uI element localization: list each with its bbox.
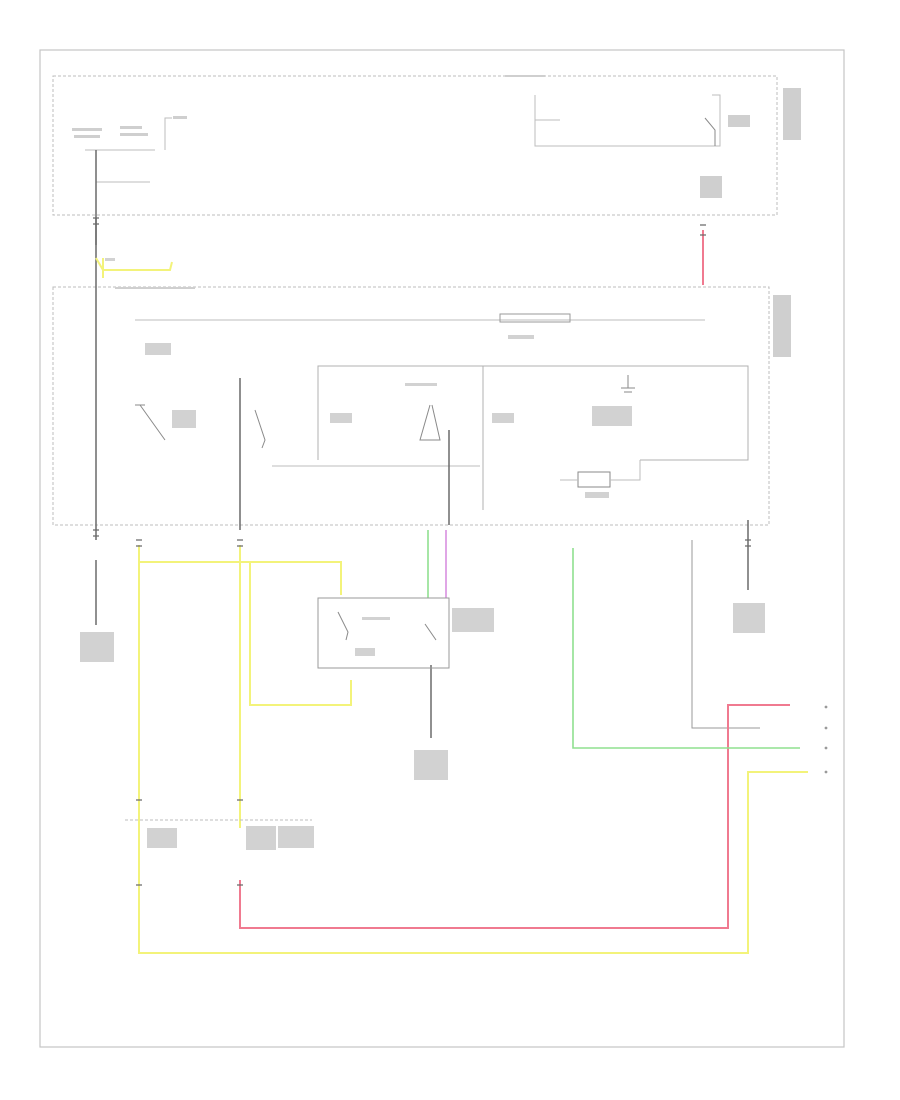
lower-component-block xyxy=(577,471,611,488)
splice-label-left xyxy=(147,828,177,848)
label-h xyxy=(405,383,437,386)
switch-contact-1 xyxy=(337,611,349,641)
label-c xyxy=(330,413,352,423)
connector-mark-3 xyxy=(136,539,142,547)
label-f xyxy=(508,335,534,339)
lower-component-loop xyxy=(560,460,641,481)
connector-mark-2 xyxy=(93,529,99,537)
label-b xyxy=(172,410,196,428)
terminal-1 xyxy=(824,705,828,709)
page-frame xyxy=(39,49,845,1048)
lower-module-box xyxy=(52,286,770,526)
lower-relay-enclosure xyxy=(317,365,749,461)
switch-contact-2 xyxy=(424,623,437,641)
ground-label-switch xyxy=(414,750,448,780)
lower-bus-fuse xyxy=(499,313,571,323)
terminal-4 xyxy=(824,770,828,774)
splice-label-center xyxy=(246,826,276,850)
switch-label-block xyxy=(452,608,494,632)
wire-yellow-left xyxy=(138,545,808,954)
ground-symbol xyxy=(621,375,635,393)
switch-assembly xyxy=(317,597,494,669)
wire-grey-right xyxy=(691,540,760,729)
switch-symbol-2 xyxy=(254,409,266,449)
ground-label-left xyxy=(80,632,114,662)
connector-mark-1 xyxy=(93,217,99,225)
lower-control-module xyxy=(52,258,791,526)
terminal-3 xyxy=(824,746,828,750)
switch-label-small xyxy=(355,648,375,656)
upper-label-block-1b xyxy=(74,135,100,138)
wire-yellow-loop xyxy=(139,561,342,595)
upper-relay-box xyxy=(534,94,721,147)
upper-label-block-1 xyxy=(72,128,102,131)
wire-pink-lower xyxy=(239,704,790,929)
upper-label-block-2 xyxy=(120,126,142,129)
wire-yellow-switch-loop xyxy=(249,562,352,706)
upper-right-label xyxy=(783,88,801,140)
switch-symbol-3 xyxy=(419,404,441,441)
switch-box xyxy=(317,597,450,669)
upper-connector-label xyxy=(700,176,722,198)
switch-label-top xyxy=(362,617,390,620)
wire-yellow-top xyxy=(95,257,173,271)
upper-relay-contact xyxy=(704,117,716,146)
upper-module-box xyxy=(52,75,778,216)
connector-mark-4 xyxy=(237,539,243,547)
wire-green-right xyxy=(572,548,800,749)
label-a xyxy=(145,343,171,355)
upper-label-block-2b xyxy=(120,133,148,136)
label-g xyxy=(585,492,609,498)
connector-mark-5 xyxy=(745,539,751,547)
ground-label-right xyxy=(733,603,765,633)
terminal-2 xyxy=(824,726,828,730)
switch-symbol-1 xyxy=(135,404,166,441)
connector-mark-6 xyxy=(700,224,706,236)
splice-label-wide xyxy=(278,826,314,848)
label-e xyxy=(592,406,632,426)
lower-right-label xyxy=(773,295,791,357)
upper-label-block-3 xyxy=(173,116,187,119)
label-i xyxy=(105,258,115,261)
upper-control-module xyxy=(52,75,801,216)
upper-relay-label xyxy=(728,115,750,127)
label-d xyxy=(492,413,514,423)
